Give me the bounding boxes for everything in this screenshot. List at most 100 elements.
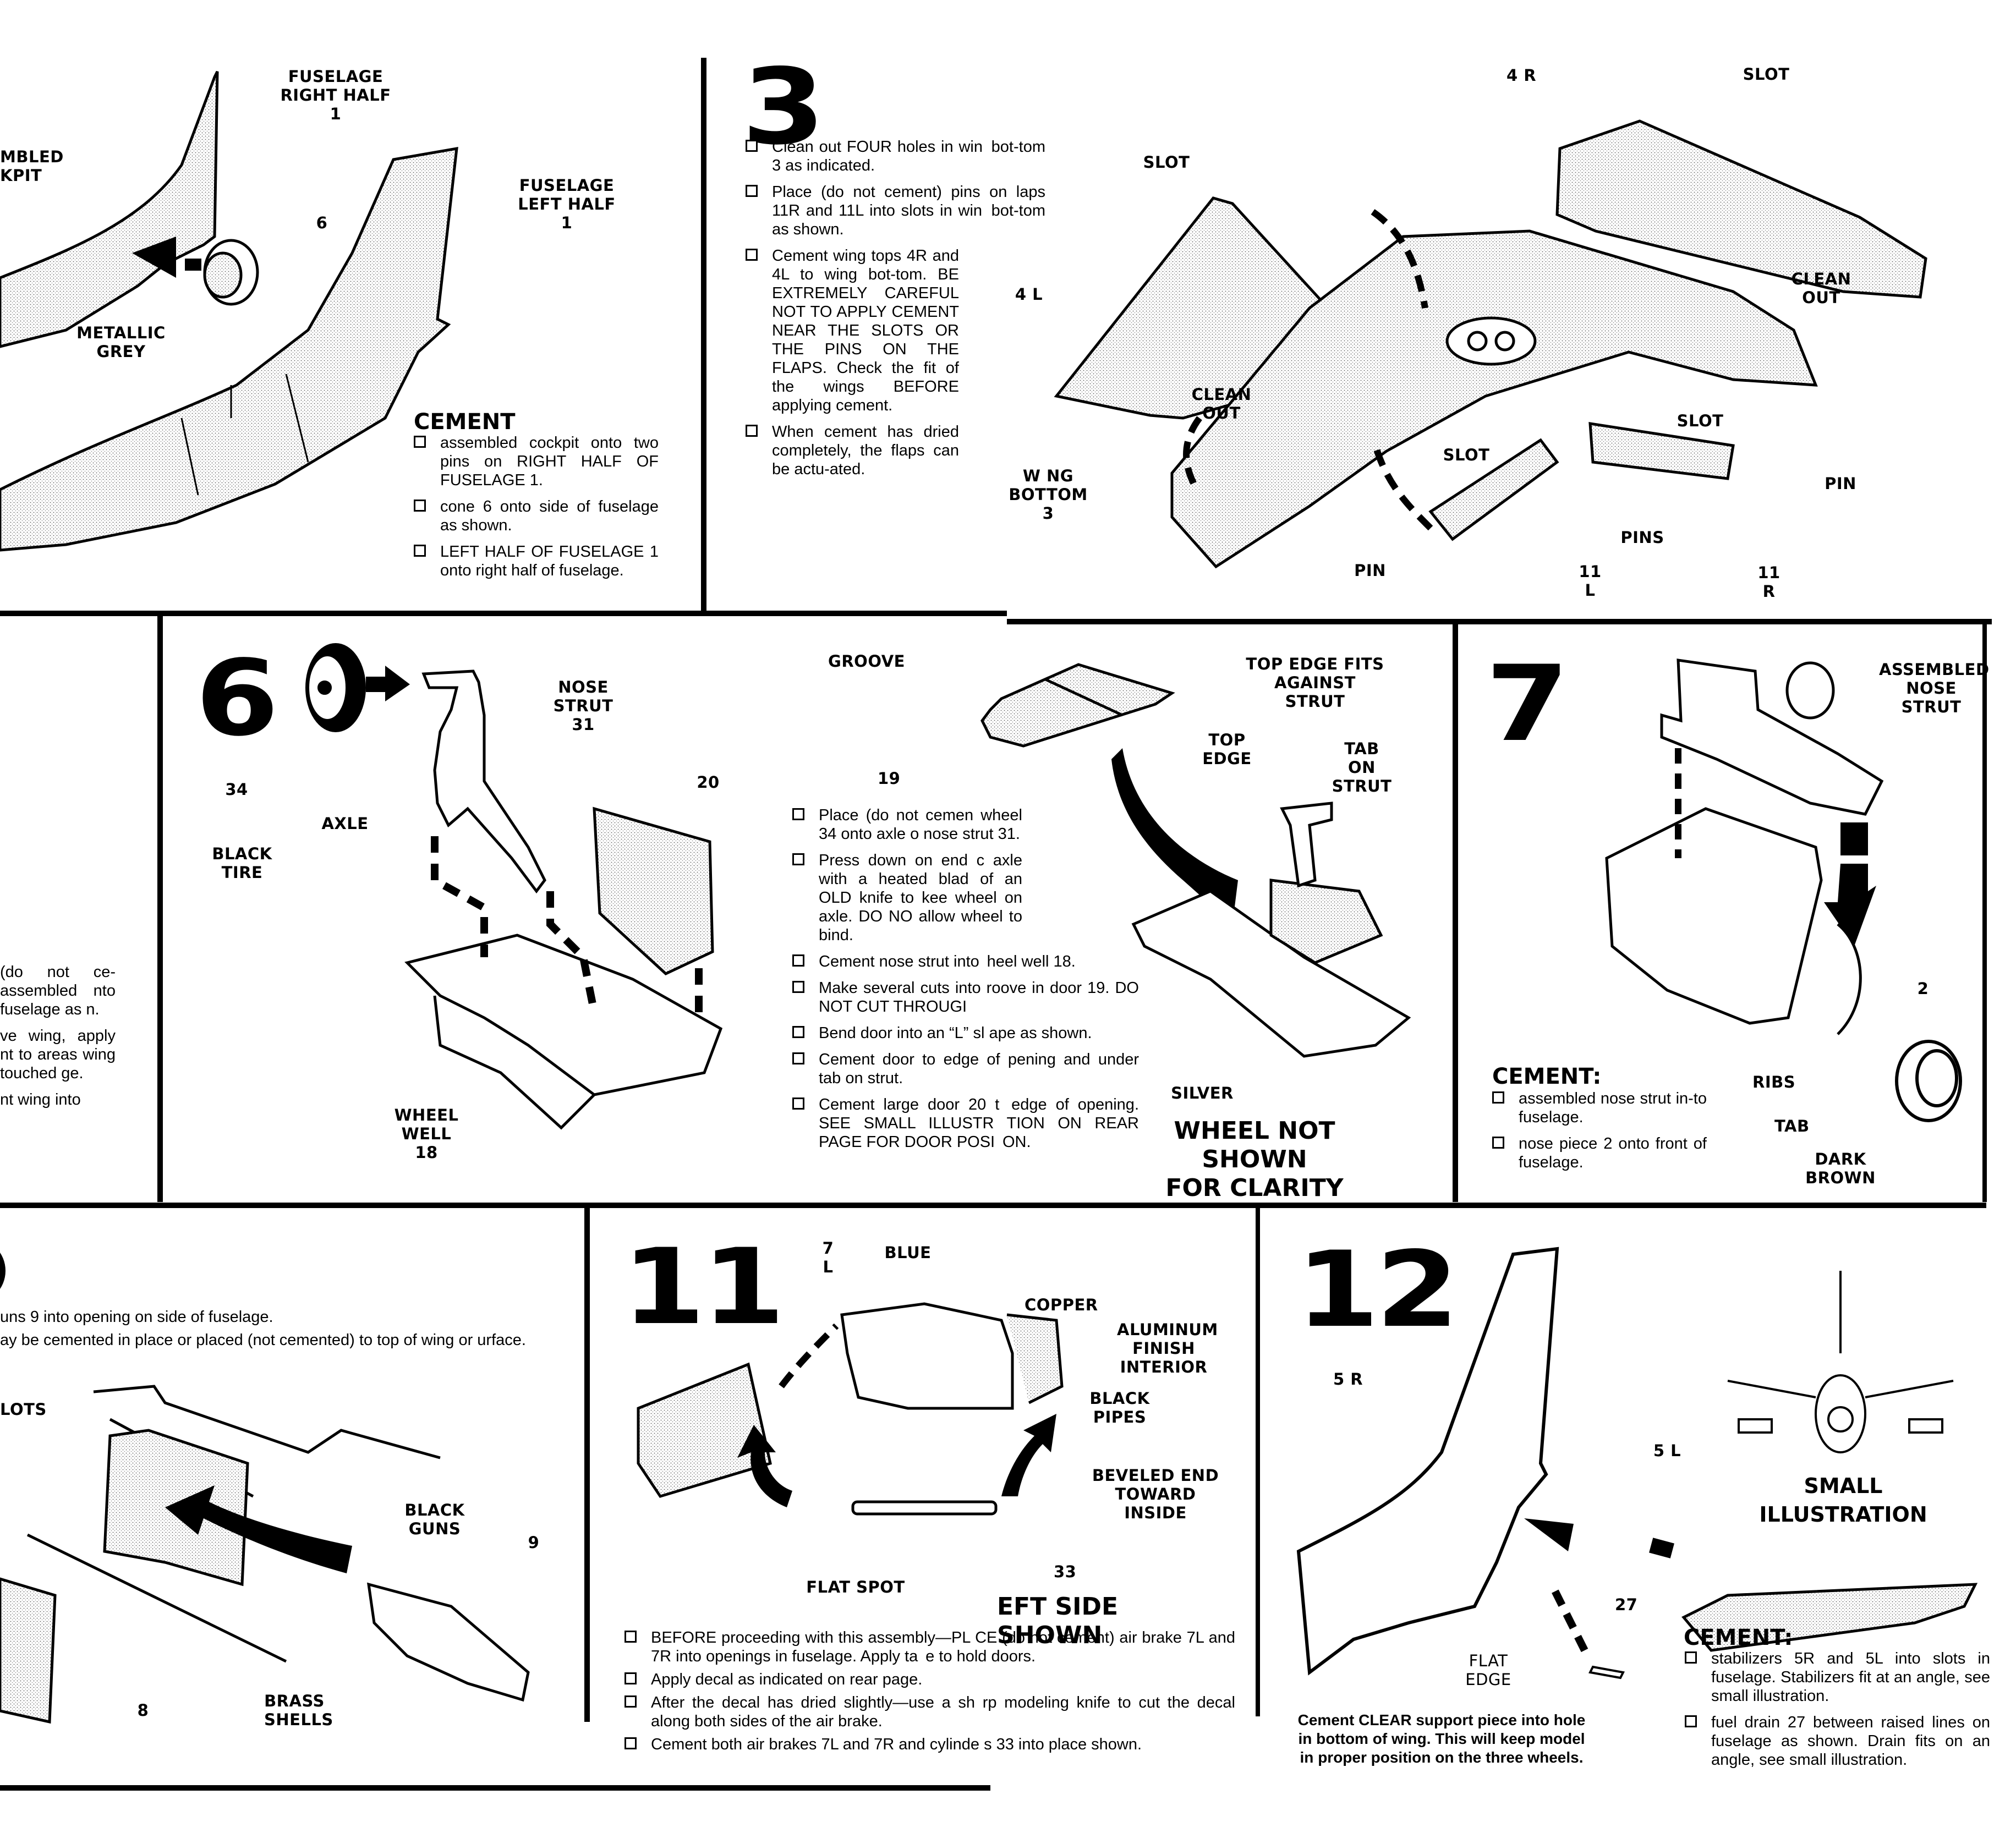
checkbox[interactable] <box>414 500 426 512</box>
step-item: Make several cuts into roove in door 19.… <box>792 979 1139 1016</box>
checkbox[interactable] <box>792 954 804 967</box>
dashed-arrows-step6 <box>431 836 703 1013</box>
step-number: 7 <box>1486 643 1569 765</box>
label-part-20: 20 <box>697 773 720 792</box>
step-list-step11: BEFORE proceeding with this assembly—PL … <box>624 1628 1235 1758</box>
label-part-4l: 4 L <box>1015 285 1043 304</box>
label-part-9: 9 <box>528 1533 540 1552</box>
label-aluminum-finish-interior: ALUMINUM FINISH INTERIOR <box>1117 1320 1218 1376</box>
dashed-arc-step11 <box>779 1323 839 1389</box>
arrow-stabilizer-step12 <box>1524 1518 1674 1558</box>
checkbox[interactable] <box>1492 1137 1504 1149</box>
divider-step6-left <box>157 613 163 1202</box>
checkbox[interactable] <box>746 140 758 152</box>
label-flat-spot: FLAT SPOT <box>806 1578 905 1596</box>
label-clean-out: CLEAN OUT <box>1791 270 1851 307</box>
step-number-partial <box>0 1238 6 1304</box>
door-20-drawing <box>593 806 714 975</box>
step-item: assembled cockpit onto two pins on RIGHT… <box>414 433 659 490</box>
cement-heading: CEMENT: <box>1492 1064 1602 1089</box>
checkbox[interactable] <box>624 1695 637 1708</box>
wheel-well-18-drawing <box>404 934 723 1130</box>
step-item: Apply decal as indicated on rear page. <box>624 1670 1235 1689</box>
wing-bottom-3-drawing <box>1170 229 1818 569</box>
label-axle: AXLE <box>321 814 369 833</box>
label-nose-strut: NOSE STRUT 31 <box>553 678 613 734</box>
note-left-side-shown: EFT SIDE SHOWN <box>997 1593 1119 1649</box>
cylinder-33-drawing <box>851 1500 998 1516</box>
label-fuselage-right-half: FUSELAGE RIGHT HALF 1 <box>280 67 391 123</box>
checkbox[interactable] <box>792 808 804 820</box>
checkbox[interactable] <box>1685 1651 1697 1664</box>
checkbox[interactable] <box>414 436 426 448</box>
step-item: Cement door to edge of pening and under … <box>792 1050 1139 1088</box>
dashed-arrow-drain-step12 <box>1548 1582 1588 1653</box>
label-part-5r: 5 R <box>1333 1370 1363 1389</box>
label-dark-brown: DARK BROWN <box>1805 1150 1876 1187</box>
strut-door-assembly-drawing <box>1131 802 1411 1058</box>
label-part-11r: 11 R <box>1757 563 1781 601</box>
checkbox[interactable] <box>624 1737 637 1749</box>
part-8-drawing <box>0 1577 57 1724</box>
checkbox[interactable] <box>746 185 758 197</box>
step-item: (do not ce- assembled nto fuselage as n. <box>0 963 116 1018</box>
checkbox[interactable] <box>414 545 426 557</box>
checkbox[interactable] <box>746 249 758 261</box>
divider-step10-right <box>584 1205 590 1722</box>
note-wheel-not-shown: WHEEL NOT SHOWN FOR CLARITY <box>1165 1117 1344 1202</box>
divider-row1-bottom <box>0 611 1007 616</box>
step-item: Cement nose strut into heel well 18. <box>792 952 1139 971</box>
label-part-6: 6 <box>316 213 328 232</box>
label-part-8: 8 <box>137 1701 149 1720</box>
label-assembled-cockpit: MBLED KPIT <box>0 147 64 185</box>
step-item: BEFORE proceeding with this assembly—PL … <box>624 1628 1235 1666</box>
step-item: nose piece 2 onto front of fuselage. <box>1492 1134 1707 1172</box>
label-pin: PIN <box>1354 561 1386 580</box>
step-item: Place (do not cemen wheel 34 onto axle o… <box>792 806 1022 843</box>
curved-arrows-step11 <box>737 1414 1056 1507</box>
step-number: 12 <box>1296 1229 1459 1351</box>
dashed-arrow-cone <box>132 237 201 278</box>
label-metallic-grey: METALLIC GREY <box>76 323 166 361</box>
step-list-step6: Place (do not cemen wheel 34 onto axle o… <box>792 806 1139 1159</box>
label-wheel-well: WHEEL WELL 18 <box>394 1106 459 1162</box>
label-pin: PIN <box>1825 474 1856 493</box>
step-text: uns 9 into opening on side of fuselage. <box>0 1308 273 1326</box>
cone-6-drawing <box>203 239 259 306</box>
checkbox[interactable] <box>792 981 804 993</box>
checkbox[interactable] <box>624 1672 637 1684</box>
dashed-arrows-step3 <box>1183 209 1433 531</box>
label-part-11l: 11 L <box>1579 562 1602 600</box>
label-tab-on-strut: TAB ON STRUT <box>1332 739 1392 795</box>
step-text: ay be cemented in place or placed (not c… <box>0 1331 526 1349</box>
label-clean-out: CLEAN OUT <box>1191 385 1252 422</box>
arrow-down-step7 <box>1824 822 1876 946</box>
label-ribs: RIBS <box>1752 1073 1796 1091</box>
checkbox[interactable] <box>792 853 804 865</box>
checkbox[interactable] <box>624 1631 637 1643</box>
checkbox[interactable] <box>1492 1091 1504 1104</box>
label-part-27: 27 <box>1615 1595 1638 1614</box>
curved-arrow-step6 <box>1111 748 1238 924</box>
label-black-tire: BLACK TIRE <box>212 844 272 882</box>
fuselage-airbrake-bay-drawing <box>840 1302 1064 1410</box>
checkbox[interactable] <box>746 425 758 437</box>
cement-heading: CEMENT: <box>1684 1625 1793 1650</box>
label-flat-edge: FLAT EDGE <box>1465 1651 1511 1689</box>
label-slot: SLOT <box>1443 446 1490 464</box>
arrow-wheel-to-axle <box>366 666 410 701</box>
flap-11l-drawing <box>1428 438 1559 541</box>
label-slots: LOTS <box>0 1400 47 1419</box>
guns-9-drawing <box>366 1582 530 1702</box>
fuselage-nose-drawing <box>1605 807 1862 1035</box>
divider-step12-left <box>1256 1205 1260 1716</box>
checkbox[interactable] <box>792 1026 804 1038</box>
step-number: 11 <box>622 1226 785 1348</box>
checkbox[interactable] <box>1685 1715 1697 1727</box>
checkbox[interactable] <box>792 1052 804 1064</box>
checkbox[interactable] <box>792 1097 804 1110</box>
step-item: Bend door into an “L” sl ape as shown. <box>792 1024 1139 1042</box>
label-fuselage-left-half: FUSELAGE LEFT HALF 1 <box>518 176 616 232</box>
step-list-step3: Clean out FOUR holes in win bot-tom 3 as… <box>746 138 1045 486</box>
step-item: Clean out FOUR holes in win bot-tom 3 as… <box>746 138 1045 175</box>
